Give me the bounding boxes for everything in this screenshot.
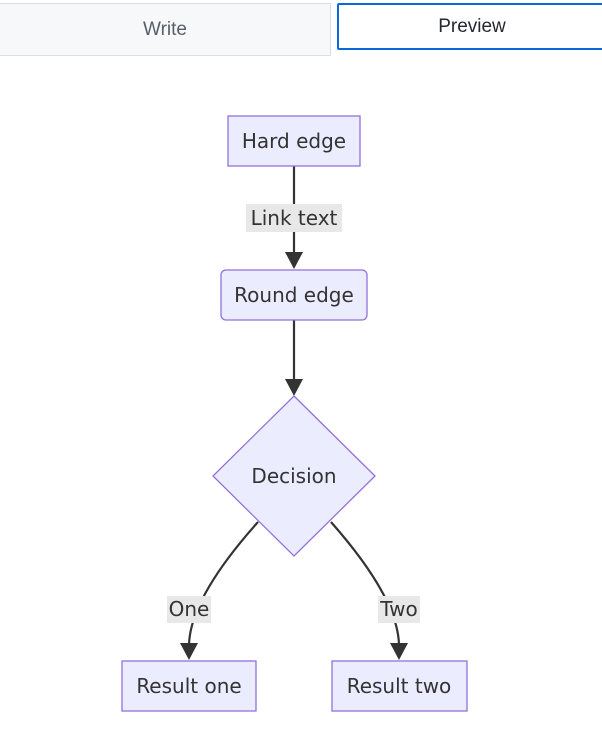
tab-preview-label: Preview [438, 15, 506, 37]
arrowhead-result-one [180, 643, 198, 660]
edge-decision-to-two [330, 521, 401, 646]
node-result-two-label: Result two [347, 674, 452, 698]
node-result-one-label: Result one [136, 674, 241, 698]
node-decision-label: Decision [251, 464, 336, 488]
edge-decision-to-one [187, 521, 259, 646]
edge-label-two-text: Two [379, 597, 418, 621]
node-round-edge: Round edge [220, 269, 368, 321]
node-result-two: Result two [331, 660, 468, 712]
edge-label-one: One [167, 596, 211, 623]
edges [180, 166, 408, 660]
arrowhead-round-edge [285, 252, 303, 269]
node-result-one: Result one [121, 660, 257, 712]
edge-label-link-text-text: Link text [251, 206, 338, 230]
node-hard-edge: Hard edge [227, 115, 361, 167]
node-decision: Decision [212, 395, 376, 557]
node-round-edge-label: Round edge [234, 283, 354, 307]
edge-label-one-text: One [169, 597, 210, 621]
edge-label-link-text: Link text [246, 204, 342, 232]
edge-label-two: Two [378, 596, 420, 623]
node-hard-edge-label: Hard edge [242, 129, 346, 153]
arrowhead-result-two [390, 643, 408, 660]
tab-write[interactable]: Write [0, 3, 331, 56]
arrowhead-decision [285, 379, 303, 396]
tab-write-label: Write [143, 18, 187, 40]
tab-preview[interactable]: Preview [337, 3, 602, 50]
